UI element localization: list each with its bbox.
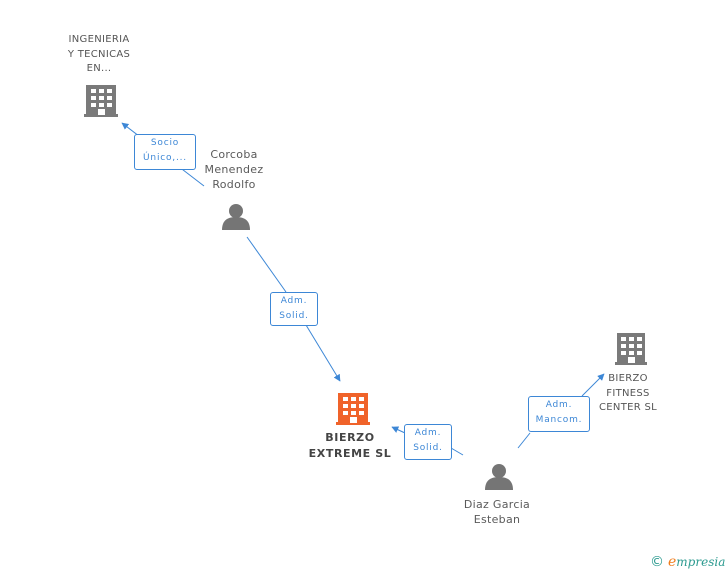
node-label-corcoba[interactable]: Corcoba Menendez Rodolfo xyxy=(189,147,279,192)
node-label-line: EN... xyxy=(86,63,112,74)
copyright-symbol: © xyxy=(650,554,664,570)
node-label-line: Rodolfo xyxy=(212,178,256,191)
edge-label-diaz-adm-solid[interactable]: Adm. Solid. xyxy=(404,424,452,460)
node-label-bierzo-fitness[interactable]: BIERZO FITNESS CENTER SL xyxy=(588,372,668,416)
edge-line-diaz-to-bierzo-extreme-b xyxy=(391,426,406,434)
edge-label-line: Adm. xyxy=(414,428,442,438)
edge-line-diaz-to-bierzo-fitness-a xyxy=(517,432,531,449)
edge-label-line: Solid. xyxy=(413,443,443,453)
node-label-line: INGENIERIA xyxy=(68,34,130,45)
building-icon[interactable] xyxy=(615,333,647,365)
edge-label-line: Mancom. xyxy=(535,415,583,425)
node-label-line: Diaz Garcia xyxy=(463,498,531,511)
edge-line-diaz-to-bierzo-extreme-a xyxy=(450,447,464,456)
node-label-line: CENTER SL xyxy=(599,402,657,413)
edge-label-diaz-adm-mancom[interactable]: Adm. Mancom. xyxy=(528,396,590,432)
edge-line-corcoba-to-bierzo-extreme-b xyxy=(305,324,341,382)
edge-line-diaz-to-bierzo-fitness-b xyxy=(581,373,605,397)
brand-logo-initial: e xyxy=(668,554,677,570)
node-label-line: Esteban xyxy=(473,513,521,526)
edge-label-line: Único,... xyxy=(143,153,187,163)
node-label-line: EXTREME SL xyxy=(308,447,392,460)
node-label-line: Menendez xyxy=(204,163,264,176)
building-icon[interactable] xyxy=(84,85,118,117)
node-label-line: FITNESS xyxy=(606,387,650,399)
edge-line-corcoba-to-bierzo-extreme-a xyxy=(246,236,287,293)
person-icon[interactable] xyxy=(485,464,513,490)
edge-label-socio[interactable]: Socio Único,... xyxy=(134,134,196,170)
building-icon[interactable] xyxy=(336,393,370,425)
edge-label-corcoba-adm-solid[interactable]: Adm. Solid. xyxy=(270,292,318,326)
node-label-line: BIERZO xyxy=(325,431,375,444)
node-label-diaz[interactable]: Diaz Garcia Esteban xyxy=(452,497,542,527)
node-label-line: Y TECNICAS xyxy=(67,48,131,60)
node-label-line: Corcoba xyxy=(210,148,258,161)
brand-logo-text: mpresia xyxy=(676,555,726,569)
node-label-ingenieria[interactable]: INGENIERIA Y TECNICAS EN... xyxy=(48,33,150,77)
node-label-line: BIERZO xyxy=(608,373,648,384)
person-icon[interactable] xyxy=(222,204,250,230)
node-label-bierzo-extreme[interactable]: BIERZO EXTREME SL xyxy=(294,430,406,462)
edge-label-line: Socio xyxy=(150,138,180,148)
edge-label-line: Solid. xyxy=(279,311,309,321)
brand-footer: ©empresia xyxy=(650,554,725,570)
edge-label-line: Adm. xyxy=(545,400,573,410)
edge-label-line: Adm. xyxy=(280,296,308,306)
